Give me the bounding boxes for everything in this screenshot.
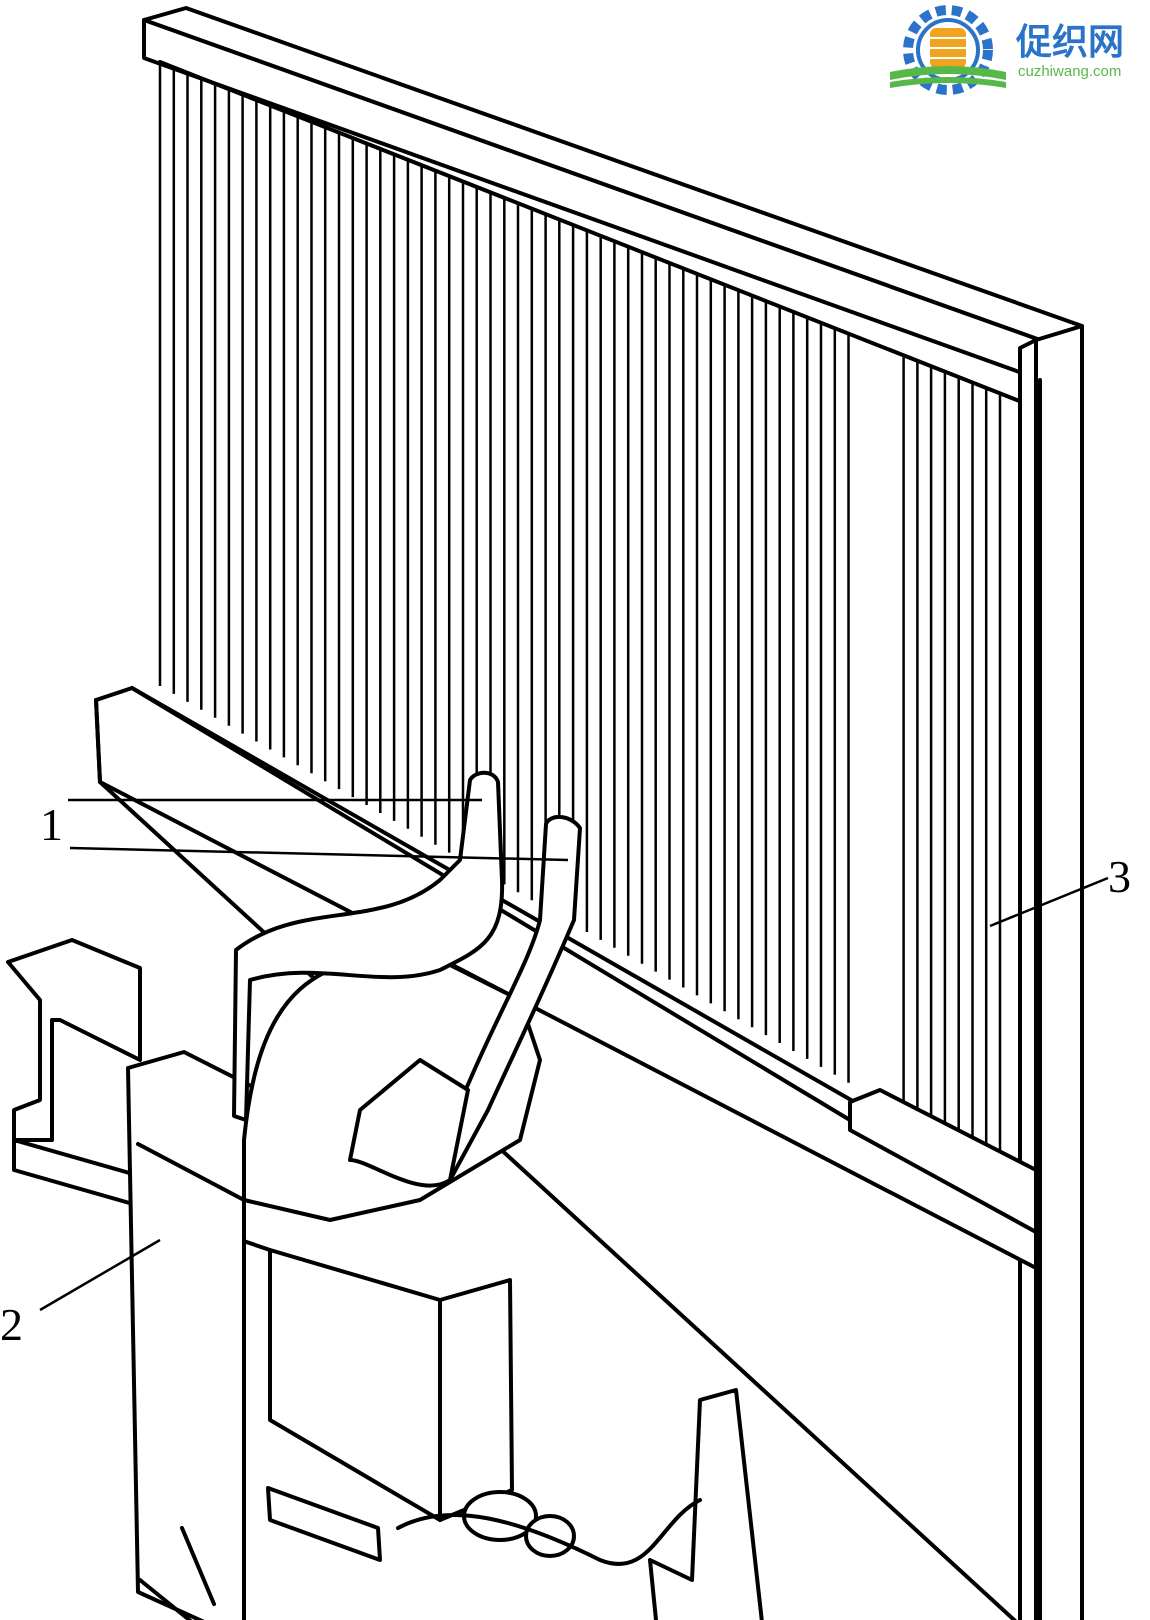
guide-rail bbox=[6, 938, 764, 1620]
leader-line-2 bbox=[39, 1238, 161, 1312]
site-name: 促织网 bbox=[1015, 22, 1124, 63]
leader-line-3 bbox=[989, 876, 1109, 928]
site-domain: cuzhiwang.com bbox=[1018, 63, 1121, 80]
part-label-3: 3 bbox=[1108, 851, 1131, 902]
leader-line-1b bbox=[69, 846, 569, 862]
needle-fingers bbox=[232, 770, 582, 1188]
reed-right-post bbox=[1018, 324, 1084, 1620]
part-label-1: 1 bbox=[40, 799, 63, 850]
book-icon bbox=[890, 66, 1006, 88]
spool-icon bbox=[930, 28, 966, 68]
sley-baulk bbox=[94, 686, 1038, 1620]
reed-top-bar bbox=[142, 6, 1084, 408]
reed-wires bbox=[158, 62, 1002, 1170]
part-label-2: 2 bbox=[0, 1299, 23, 1350]
leader-lines bbox=[39, 798, 1109, 1312]
site-watermark: 促织网 cuzhiwang.com bbox=[890, 5, 1124, 95]
